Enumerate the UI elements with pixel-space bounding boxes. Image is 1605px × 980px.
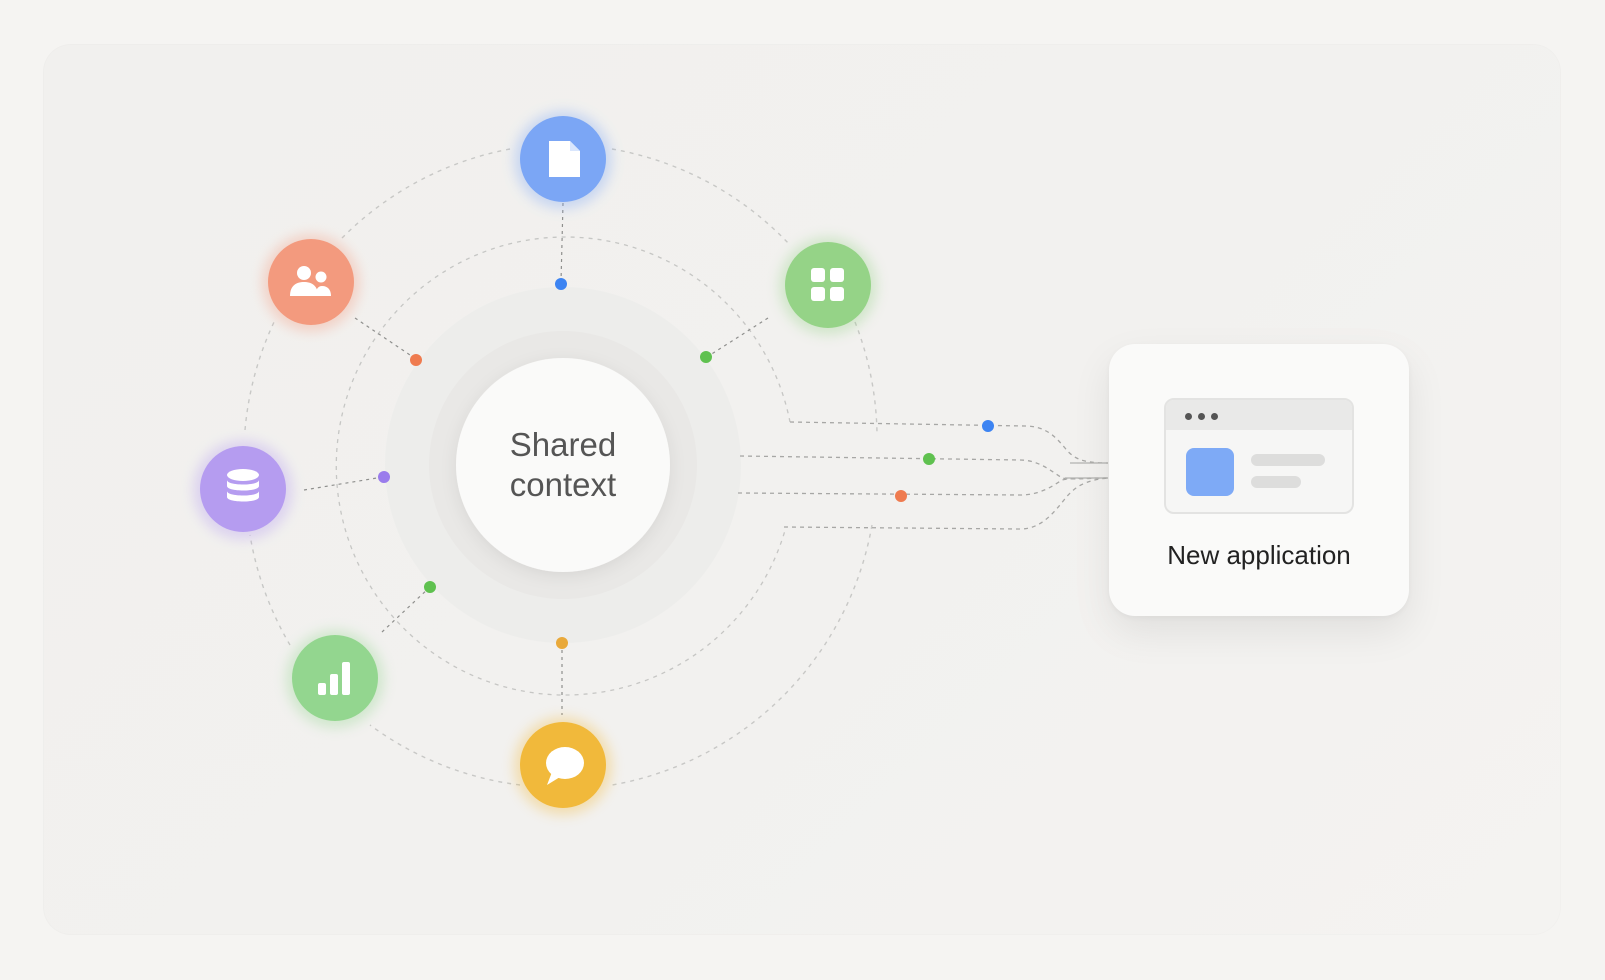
spokes	[303, 202, 769, 715]
outer-orbit	[244, 148, 878, 786]
new-application-card[interactable]: New application	[1109, 344, 1409, 616]
apps-grid-icon	[811, 268, 844, 301]
connector-dot	[700, 351, 712, 363]
window-dot-icon	[1211, 413, 1218, 420]
connector-dot	[555, 278, 567, 290]
app-tile-icon	[1186, 448, 1234, 496]
apps-node[interactable]	[779, 237, 877, 335]
app-window-illustration	[1164, 398, 1354, 514]
new-application-label: New application	[1167, 540, 1351, 570]
connector-dot	[923, 453, 935, 465]
shared-context-line1: Shared	[509, 426, 617, 463]
connector-dot	[378, 471, 390, 483]
window-dot-icon	[1198, 413, 1205, 420]
people-icon	[290, 266, 331, 296]
shared-context-line2: context	[509, 466, 617, 503]
middle-orbit	[335, 236, 791, 696]
document-node[interactable]	[514, 111, 612, 209]
people-node[interactable]	[262, 234, 360, 332]
shared-context-node	[456, 358, 670, 572]
connector-dot	[895, 490, 907, 502]
connector-dot	[424, 581, 436, 593]
chat-bubble-icon	[546, 747, 584, 785]
connector-dot	[410, 354, 422, 366]
analytics-node[interactable]	[286, 630, 384, 728]
database-node[interactable]	[193, 440, 293, 540]
window-dot-icon	[1185, 413, 1192, 420]
database-icon	[227, 469, 259, 502]
shared-context-label: Shared context	[463, 425, 663, 505]
window-titlebar	[1166, 400, 1352, 430]
bar-chart-icon	[318, 662, 350, 695]
messages-node[interactable]	[514, 717, 612, 815]
connector-dot	[556, 637, 568, 649]
document-icon	[549, 141, 580, 177]
link-merge-solid	[1065, 462, 1108, 479]
application-links	[737, 421, 1109, 530]
connector-dot	[982, 420, 994, 432]
placeholder-line	[1251, 476, 1301, 488]
placeholder-line	[1251, 454, 1325, 466]
